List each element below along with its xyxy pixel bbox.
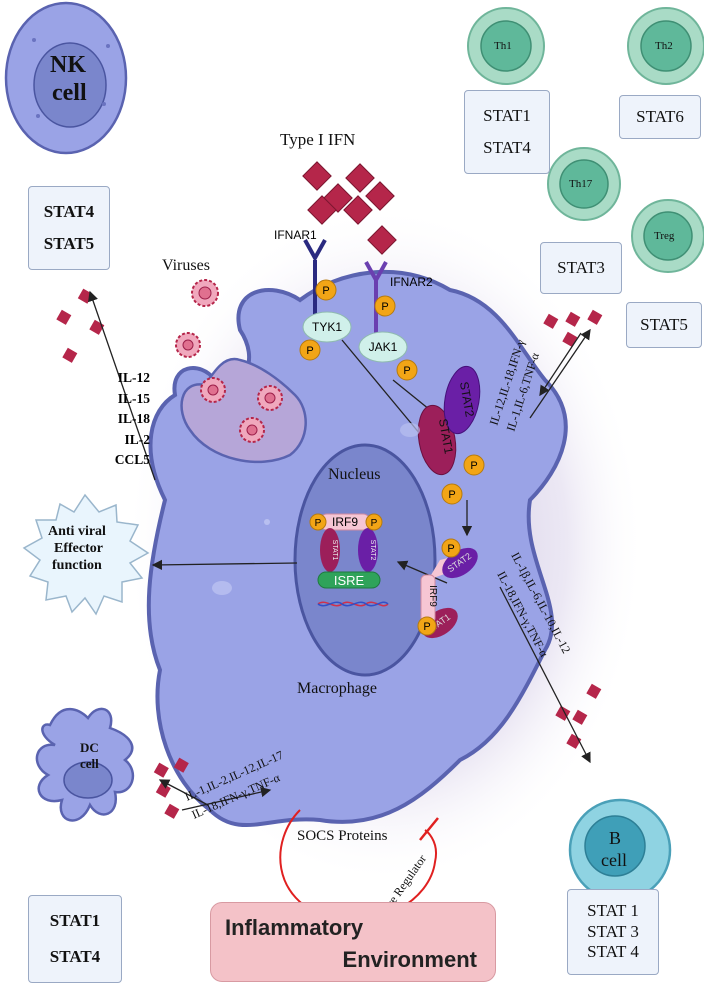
type1-ifn-label: Type I IFN <box>280 130 356 149</box>
stat1-nucleus-label: STAT1 <box>331 540 338 561</box>
nucleus-label: Nucleus <box>328 466 381 483</box>
nk-cell-label-line1: NK <box>50 52 86 78</box>
tyk1-label: TYK1 <box>312 320 342 334</box>
dc-cell-label-line1: DC <box>80 740 99 755</box>
svg-text:P: P <box>371 518 378 529</box>
nk-cytokine-list: IL-12 IL-15 IL-18 IL-2 CCL5 <box>114 370 150 467</box>
svg-text:P: P <box>315 518 322 529</box>
b-cell <box>568 798 672 902</box>
dna-icon <box>317 601 389 607</box>
antiviral-label-line2: Effector <box>54 541 103 556</box>
antiviral-label-line3: function <box>52 558 102 573</box>
th1-cell <box>467 7 545 85</box>
treg-stat-box: STAT5 <box>626 302 702 348</box>
stat1-nucleus <box>320 528 340 572</box>
svg-text:P: P <box>448 489 455 501</box>
tyk1-kinase <box>302 311 352 343</box>
inflammatory-label-line1: Inflammatory <box>225 915 364 940</box>
th2-stat-box: STAT6 <box>619 95 701 139</box>
svg-text:P: P <box>381 301 388 313</box>
isre-label: ISRE <box>334 573 365 588</box>
th17-stat-box: STAT3 <box>540 242 622 294</box>
inflammatory-environment-box: Inflammatory Environment <box>210 902 496 982</box>
inflammatory-label-line2: Environment <box>342 947 477 972</box>
ifn-molecules <box>302 161 397 255</box>
inhibition-bar <box>419 817 439 841</box>
ifnar2-label: IFNAR2 <box>390 275 433 289</box>
antiviral-starburst <box>22 493 150 616</box>
treg-cell <box>631 199 704 273</box>
antiviral-label-line1: Anti viral <box>48 524 106 539</box>
stat2-protein <box>443 365 481 435</box>
ifnar1-label: IFNAR1 <box>274 228 317 242</box>
th17-cell <box>547 147 621 221</box>
stat2-nucleus-label: STAT2 <box>369 540 376 561</box>
b-cell-label-line2: cell <box>601 850 627 870</box>
nk-cell <box>4 1 128 155</box>
b-cell-label-line1: B <box>609 828 622 848</box>
svg-text:P: P <box>423 621 430 633</box>
stat2-label: STAT2 <box>457 381 477 419</box>
viruses-label: Viruses <box>162 257 210 274</box>
stat2-nucleus <box>358 528 378 572</box>
jak1-kinase <box>358 331 408 363</box>
macrophage-label: Macrophage <box>297 680 377 697</box>
cell-glints <box>212 423 420 595</box>
svg-text:P: P <box>447 543 454 555</box>
svg-text:P: P <box>403 365 410 377</box>
svg-text:P: P <box>470 460 477 472</box>
irf9-complex-label: IRF9 <box>427 585 438 607</box>
isre-box <box>317 571 381 589</box>
irf9-nucleus-label: IRF9 <box>332 515 358 529</box>
th2-label: Th2 <box>655 40 673 52</box>
svg-text:P: P <box>322 285 329 297</box>
nk-cytokine-molecules <box>56 288 105 363</box>
stat1-label: STAT1 <box>436 418 456 456</box>
nk-cell-label-line2: cell <box>52 80 87 106</box>
th2-cell <box>627 7 704 85</box>
dc-cell <box>35 707 135 822</box>
treg-label: Treg <box>654 230 675 242</box>
svg-text:P: P <box>306 345 313 357</box>
th1-label: Th1 <box>494 40 512 52</box>
dc-cell-label-line2: cell <box>80 756 99 771</box>
phosphate-groups: P P P P P P P P P P <box>299 279 485 636</box>
virus-particles <box>175 279 283 443</box>
socs-label: SOCS Proteins <box>297 828 388 844</box>
jak1-label: JAK1 <box>369 340 398 354</box>
signal-arrows <box>88 290 591 806</box>
return-arrows <box>181 332 582 811</box>
th17-label: Th17 <box>569 178 593 190</box>
